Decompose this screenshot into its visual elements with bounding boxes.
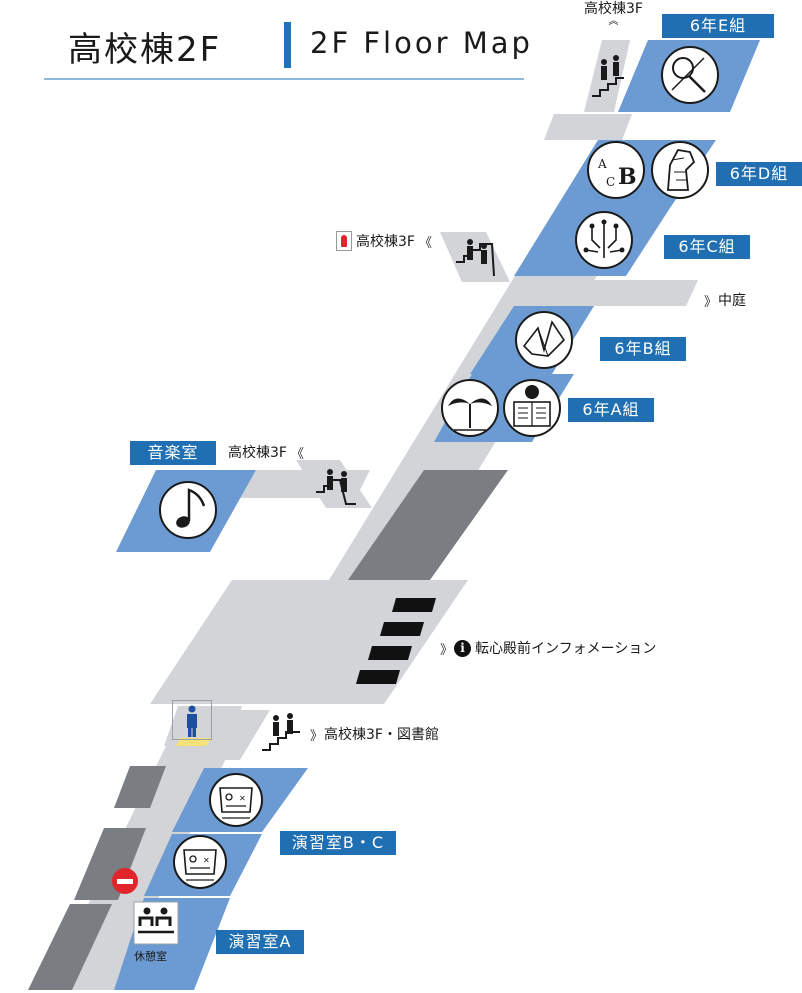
svg-text:B: B <box>618 164 637 190</box>
corridor-e <box>544 114 632 140</box>
nav-to-3f-library[interactable]: 》 高校棟3F・図書館 <box>310 724 439 744</box>
svg-text:✕: ✕ <box>203 856 210 865</box>
lobby-benches <box>356 598 436 684</box>
page-subtitle: 2F Floor Map <box>310 26 533 60</box>
stairs-people-icon <box>592 55 624 97</box>
room-label-seminar-a[interactable]: 演習室A <box>216 930 304 954</box>
horse-head-icon <box>651 141 709 199</box>
chevron-up-icon: ︽ <box>608 16 619 27</box>
room-label-6a[interactable]: 6年A組 <box>568 398 654 422</box>
nav-to-courtyard[interactable]: 》 中庭 <box>704 290 746 310</box>
chevron-right-icon: 》 <box>440 642 453 658</box>
nav-to-3f-music[interactable]: 高校棟3F 《 <box>228 442 304 462</box>
dark-block-left-2 <box>74 828 146 900</box>
room-label-6d[interactable]: 6年D組 <box>716 162 802 186</box>
paper-crane-icon <box>515 311 573 369</box>
corridor-courtyard <box>516 280 698 306</box>
room-label-music[interactable]: 音楽室 <box>130 441 216 465</box>
room-label-lounge: 休憩室 <box>134 950 167 963</box>
nav-to-3f-top-label: 高校棟3F <box>584 1 643 17</box>
title-divider <box>284 22 291 68</box>
room-label-6c[interactable]: 6年C組 <box>664 235 750 259</box>
stair-landing-music <box>296 460 372 508</box>
page-title: 高校棟2F <box>68 30 222 70</box>
svg-text:C: C <box>606 175 615 189</box>
restroom-female-icon <box>336 231 352 251</box>
music-note-icon <box>159 481 217 539</box>
dark-block <box>348 470 508 580</box>
abc-letters-icon: A C B <box>587 141 645 199</box>
circuit-icon <box>575 211 633 269</box>
dark-block-left-1 <box>114 766 166 808</box>
svg-text:✕: ✕ <box>239 794 246 803</box>
room-label-6b[interactable]: 6年B組 <box>600 337 686 361</box>
stairs-people-icon <box>316 469 356 505</box>
chevron-left-icon: 《 <box>290 446 304 462</box>
info-icon: i <box>454 639 472 657</box>
nav-to-info-label: 転心殿前インフォメーション <box>475 641 657 657</box>
yellow-strip <box>176 738 216 746</box>
stair-landing-mid <box>440 232 510 282</box>
restroom-marker[interactable] <box>172 700 212 740</box>
newspaper-reader-icon <box>503 379 561 437</box>
chevron-right-icon: 》 <box>704 294 717 310</box>
room-label-seminar-bc[interactable]: 演習室B・C <box>280 831 396 855</box>
tennis-racket-icon <box>661 46 719 104</box>
nav-to-3f-music-label: 高校棟3F <box>228 445 287 461</box>
room-label-6e[interactable]: 6年E組 <box>662 14 774 38</box>
stairs-people-icon <box>262 713 300 751</box>
nav-to-3f-top[interactable]: 高校棟3F ︽ <box>584 0 643 27</box>
lounge-seats-icon <box>133 901 179 945</box>
no-entry-icon <box>112 868 138 894</box>
nav-to-3f-library-label: 高校棟3F・図書館 <box>324 727 439 743</box>
svg-text:A: A <box>597 157 607 171</box>
sprout-icon <box>441 379 499 437</box>
nav-to-courtyard-label: 中庭 <box>718 293 747 309</box>
restroom-male-icon <box>187 705 197 737</box>
nav-to-3f-restroom[interactable]: 高校棟3F 《 <box>336 231 432 251</box>
chevron-left-icon: 《 <box>418 235 432 251</box>
chevron-right-icon: 》 <box>310 728 323 744</box>
dark-block-left-3 <box>28 904 112 990</box>
robot-face-icon: ✕ <box>173 835 227 889</box>
robot-face-icon: ✕ <box>209 773 263 827</box>
nav-to-3f-restroom-label: 高校棟3F <box>356 234 415 250</box>
stairs-people-icon <box>456 239 495 277</box>
nav-to-info[interactable]: 》 i 転心殿前インフォメーション <box>440 638 656 658</box>
